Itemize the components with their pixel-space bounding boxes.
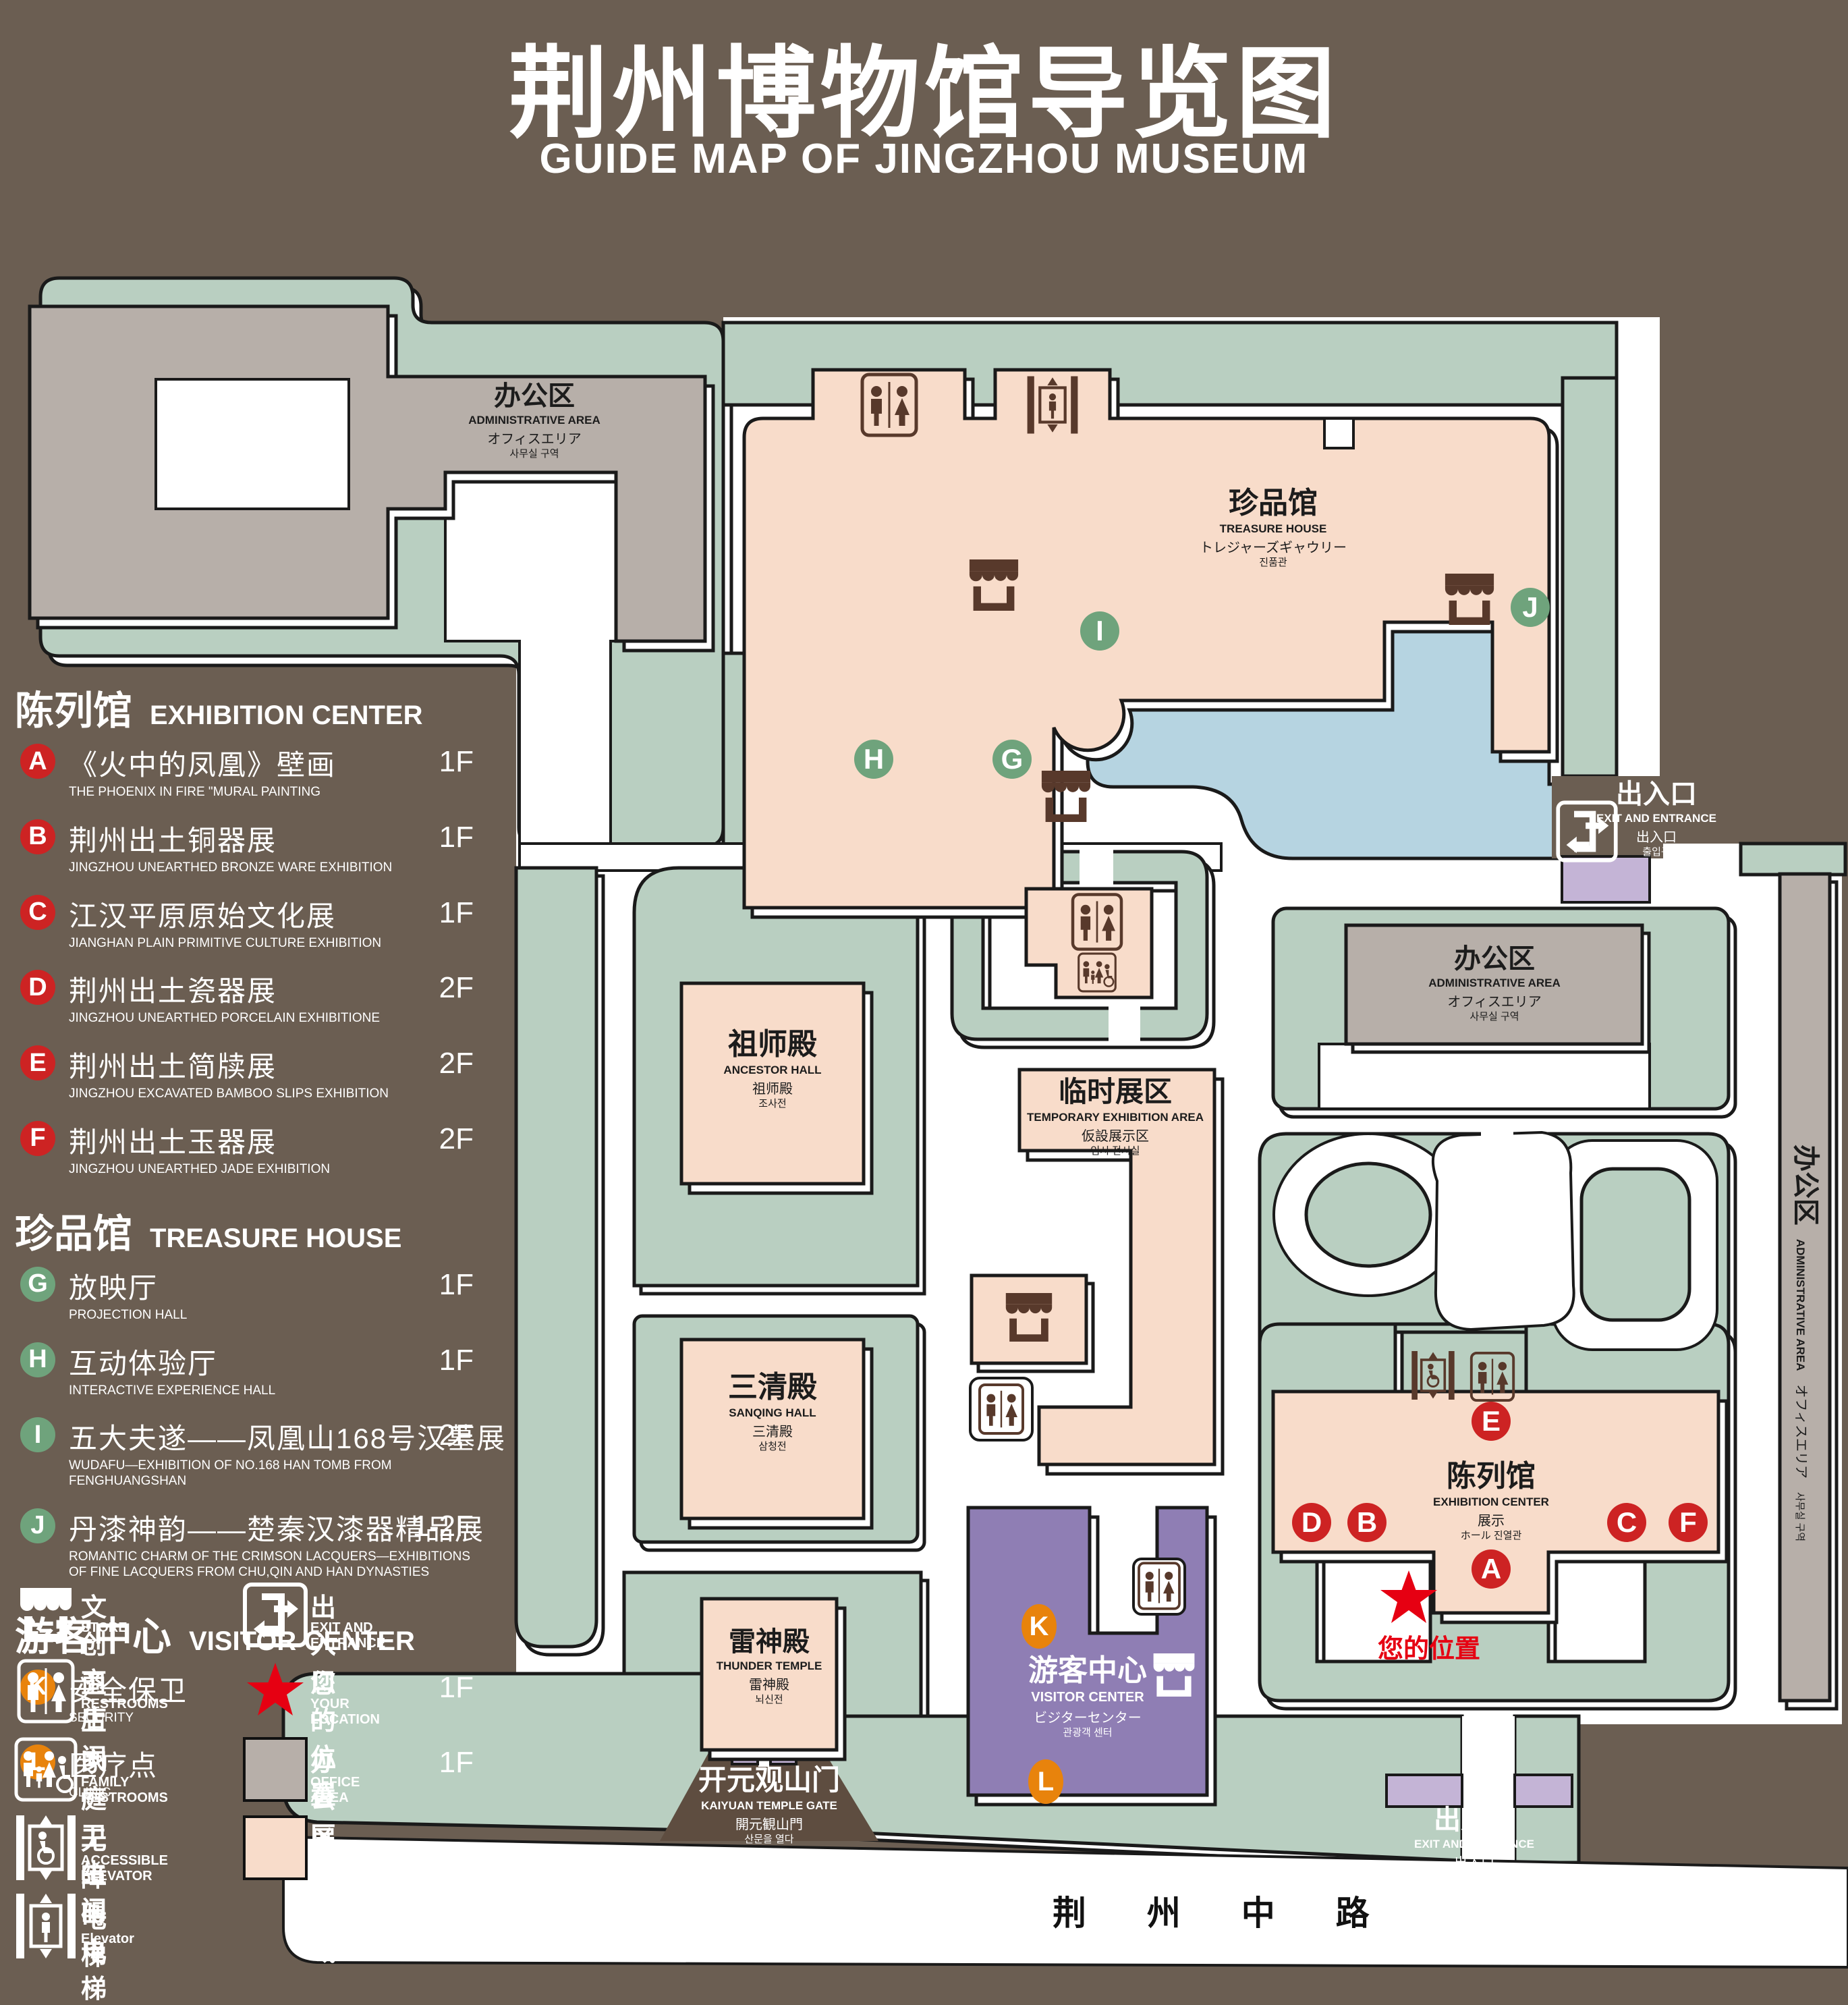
legend-section-exhibition: 陈列馆 EXHIBITION CENTER [15, 679, 514, 736]
label-your-location: 您的位置 [1378, 1635, 1481, 1664]
label-office-east: 办公区ADMINISTRATIVE AREAオフィスエリア사무실 구역 [1791, 1144, 1820, 1542]
visitor-center-building [968, 1508, 1207, 1795]
marker-D: D [1292, 1503, 1331, 1542]
office-inner-courtyard [155, 378, 350, 510]
page-subtitle: GUIDE MAP OF JINGZHOU MUSEUM [539, 136, 1309, 182]
marker-L: L [1028, 1759, 1063, 1804]
marker-H: H [854, 740, 893, 779]
marker-F: F [1669, 1503, 1708, 1542]
marker-I: I [1080, 611, 1119, 651]
marker-J: J [1511, 588, 1550, 627]
road-jingzhou [282, 1835, 1848, 1969]
legend-section-visitor: 游客中心 VISITOR CENTER [15, 1614, 415, 1659]
exit-building-north [1561, 855, 1651, 904]
marker-E: E [1472, 1402, 1511, 1441]
legend-header-en: EXHIBITION CENTER [150, 701, 423, 730]
east-grounds-band [1739, 842, 1847, 877]
west-grounds-column [516, 868, 596, 1647]
ring-gap-top [1080, 847, 1113, 887]
exit-building-south-west [1385, 1774, 1463, 1808]
ring-gap-bottom [1109, 1006, 1140, 1043]
legend-header-zh: 陈列馆 [15, 689, 133, 733]
marker-B: B [1347, 1503, 1387, 1542]
treasure-notch [1323, 417, 1355, 449]
page-title: 荆州博物馆导览图 [508, 38, 1340, 150]
garden-island-left [1304, 1161, 1432, 1268]
exit-gap-south [1462, 1716, 1515, 1863]
garden-pond [1431, 1130, 1575, 1331]
legend-section-treasure: 珍品馆 TREASURE HOUSE [15, 1211, 402, 1256]
garden-path-n [1481, 1128, 1513, 1146]
marker-A: A [1472, 1549, 1511, 1589]
marker-C: C [1607, 1503, 1646, 1542]
marker-G: G [992, 740, 1032, 779]
treasure-grounds-right [1561, 376, 1619, 778]
label-road: 荆 州 中 路 [1053, 1894, 1395, 1932]
store-annex [972, 1275, 1086, 1363]
garden-island-right [1579, 1167, 1691, 1322]
exit-building-south-east [1513, 1774, 1573, 1808]
exit-area-north [1552, 776, 1663, 858]
marker-K: K [1021, 1604, 1057, 1649]
